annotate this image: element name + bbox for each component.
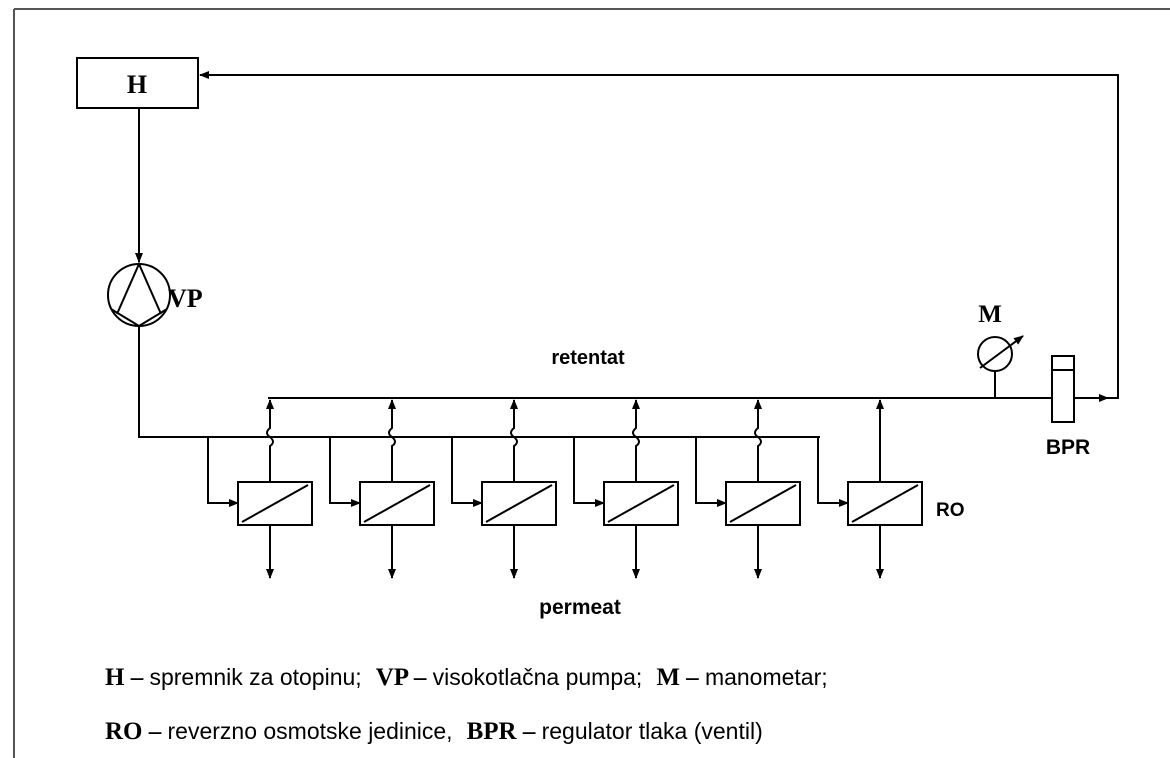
legend-text: reverzno osmotske jedinice, bbox=[167, 718, 453, 744]
manometer-label: M bbox=[978, 301, 1002, 328]
pump-circle bbox=[107, 263, 171, 327]
ro-units-group bbox=[207, 399, 923, 579]
feed-header bbox=[138, 326, 820, 438]
pump-symbol-v bbox=[116, 261, 162, 315]
ro-membrane-line bbox=[485, 484, 553, 523]
legend-text: visokotlačna pumpa; bbox=[432, 664, 643, 690]
legend-item: H – spremnik za otopinu; bbox=[105, 664, 362, 691]
tank-label: H bbox=[127, 70, 147, 99]
return-line bbox=[199, 71, 1119, 399]
ro-feed-branch bbox=[695, 437, 727, 507]
pump-label: VP bbox=[168, 284, 203, 313]
ro-retentate-line bbox=[266, 399, 274, 482]
legend-line-1: H – spremnik za otopinu; VP – visokotlačn… bbox=[105, 664, 842, 692]
legend-key: M – bbox=[656, 664, 705, 691]
legend-key: VP – bbox=[375, 664, 433, 691]
ro-retentate-line bbox=[632, 399, 640, 482]
ro-feed-branch bbox=[573, 437, 605, 507]
ro-membrane-line bbox=[363, 484, 431, 523]
ro-membrane-line bbox=[607, 484, 675, 523]
legend-line-2: RO – reverzno osmotske jedinice, BPR – re… bbox=[105, 718, 777, 746]
ro-feed-branch bbox=[207, 437, 239, 507]
legend-key: H – bbox=[105, 664, 150, 691]
legend-text: manometar; bbox=[704, 664, 828, 690]
bpr-cap bbox=[1051, 355, 1075, 371]
ro-feed-branch bbox=[451, 437, 483, 507]
legend-item: RO – reverzno osmotske jedinice, bbox=[105, 718, 453, 745]
tank-box bbox=[76, 57, 199, 109]
legend-key: RO – bbox=[105, 718, 168, 745]
ro-membrane-line bbox=[851, 484, 919, 523]
ro-retentate-line bbox=[388, 399, 396, 482]
bpr-label: BPR bbox=[1046, 436, 1090, 459]
ro-membrane-line bbox=[241, 484, 309, 523]
legend-item: VP – visokotlačna pumpa; bbox=[375, 664, 643, 691]
ro-retentate-line bbox=[754, 399, 762, 482]
legend-text: spremnik za otopinu; bbox=[149, 664, 362, 690]
legend-key: BPR – bbox=[466, 718, 542, 745]
manometer-needle bbox=[979, 335, 1024, 369]
permeate-label: permeat bbox=[539, 596, 621, 619]
ro-feed-branch bbox=[817, 437, 849, 507]
legend-item: BPR – regulator tlaka (ventil) bbox=[466, 718, 763, 745]
ro-label: RO bbox=[936, 500, 965, 521]
ro-membrane-line bbox=[729, 484, 797, 523]
bpr-body bbox=[1051, 369, 1075, 423]
ro-feed-branch bbox=[329, 437, 361, 507]
ro-retentate-line bbox=[510, 399, 518, 482]
retentate-label: retentat bbox=[551, 347, 625, 369]
legend-item: M – manometar; bbox=[656, 664, 828, 691]
legend-text: regulator tlaka (ventil) bbox=[541, 718, 763, 744]
